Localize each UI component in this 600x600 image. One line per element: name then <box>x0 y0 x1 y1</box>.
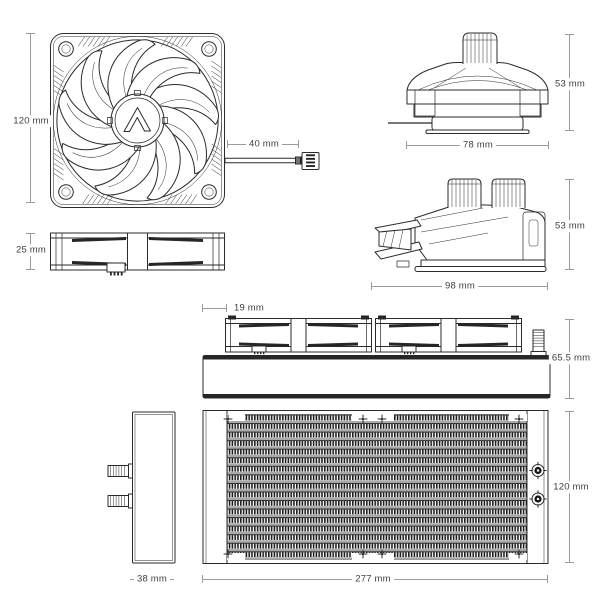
hose-barb-1 <box>107 463 133 479</box>
fan-hub <box>107 90 168 151</box>
hose-barb-2 <box>107 493 133 509</box>
pump-housing <box>414 203 546 263</box>
dimension-label: 78 mm <box>459 139 497 151</box>
fan-front-view <box>48 33 225 210</box>
dimension-label: 98 mm <box>441 280 479 292</box>
fan-side-view <box>50 232 225 276</box>
radiator-top-view <box>202 410 549 564</box>
dimension-tick <box>227 140 228 148</box>
dimension-tick <box>26 33 35 34</box>
dimension-label: 65.5 mm <box>548 352 594 364</box>
cable-strain-relief <box>295 156 302 165</box>
dimension-tick <box>202 304 203 312</box>
dimension-tick <box>565 319 574 320</box>
dimension-tick <box>371 282 372 290</box>
pwm-connector <box>301 152 320 170</box>
radiator-fins <box>227 414 527 560</box>
mounted-fan-2 <box>375 315 522 355</box>
pump-mount-brackets <box>374 219 423 260</box>
dimension-tick <box>548 141 549 149</box>
pump-base <box>396 259 547 272</box>
dimension-label: 40 mm <box>245 138 283 150</box>
dimension-tick <box>565 179 574 180</box>
radiator-core-side <box>202 355 551 399</box>
dimension-tick <box>565 411 574 412</box>
fin-notches <box>227 414 527 560</box>
dimension-tick <box>26 233 35 234</box>
fan-cable <box>225 152 320 170</box>
dimension-tick <box>565 34 574 35</box>
dimension-label: 53 mm <box>551 78 589 90</box>
dimension-label: 120 mm <box>10 115 52 127</box>
pump-hose-collar <box>462 32 498 64</box>
fan-side-connector <box>106 262 126 276</box>
dimension-tick <box>547 282 548 290</box>
dimension-label: 38 mm <box>133 573 171 585</box>
pump-hose-fittings <box>447 178 526 209</box>
dimension-tick <box>565 398 574 399</box>
mounted-fan-1 <box>225 315 372 355</box>
radiator-side-view <box>202 315 551 399</box>
dimension-label: 25 mm <box>12 244 50 256</box>
dimension-label: 120 mm <box>550 481 592 493</box>
pump-side-view <box>374 178 547 272</box>
dimension-tick <box>547 575 548 583</box>
dimension-line <box>202 308 227 309</box>
dimension-tick <box>202 575 203 583</box>
dimension-tick <box>226 304 227 312</box>
dimension-tick <box>406 141 407 149</box>
dimension-tick <box>26 269 35 270</box>
pump-front-view <box>388 32 549 134</box>
fan-frame-strut <box>127 232 148 271</box>
dimension-label: 277 mm <box>352 573 394 585</box>
dimension-tick <box>565 130 574 131</box>
dimension-tick <box>26 202 35 203</box>
fan-screw-holes <box>58 41 217 200</box>
dimension-tick <box>298 140 299 148</box>
dimension-tick <box>565 562 574 563</box>
dimension-tick <box>565 269 574 270</box>
dimension-label: 53 mm <box>551 220 589 232</box>
arctic-logo <box>123 107 151 132</box>
fill-port-barb <box>530 329 547 356</box>
dimension-label: 19 mm <box>231 302 268 314</box>
radiator-end-view <box>107 411 176 564</box>
cable-wire <box>225 157 297 164</box>
